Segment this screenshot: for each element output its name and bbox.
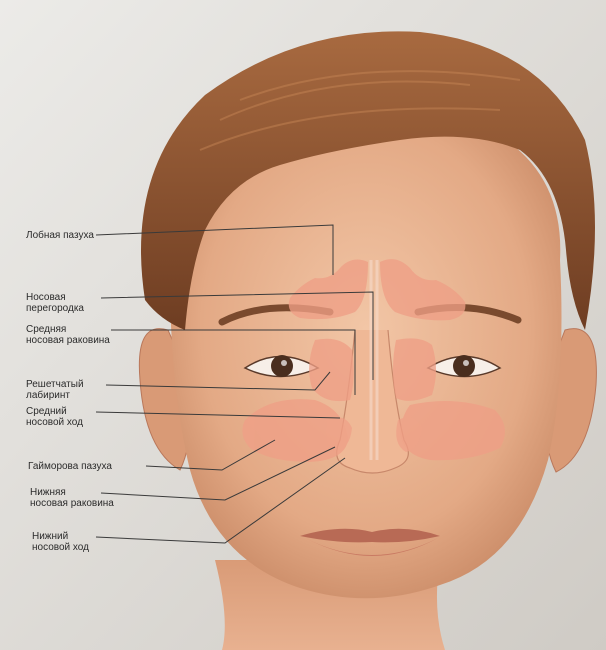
label-inferior-concha: Нижняя носовая раковина (30, 487, 114, 509)
label-maxillary-sinus: Гайморова пазуха (28, 461, 112, 472)
label-frontal-sinus: Лобная пазуха (26, 230, 94, 241)
label-middle-concha: Средняя носовая раковина (26, 324, 110, 346)
ethmoid-left (309, 339, 353, 401)
ethmoid-right (393, 338, 436, 401)
label-nasal-septum: Носовая перегородка (26, 292, 84, 314)
label-middle-meatus: Средний носовой ход (26, 406, 83, 428)
label-ethmoid-labyrinth: Решетчатый лабиринт (26, 379, 84, 401)
label-inferior-meatus: Нижний носовой ход (32, 531, 89, 553)
